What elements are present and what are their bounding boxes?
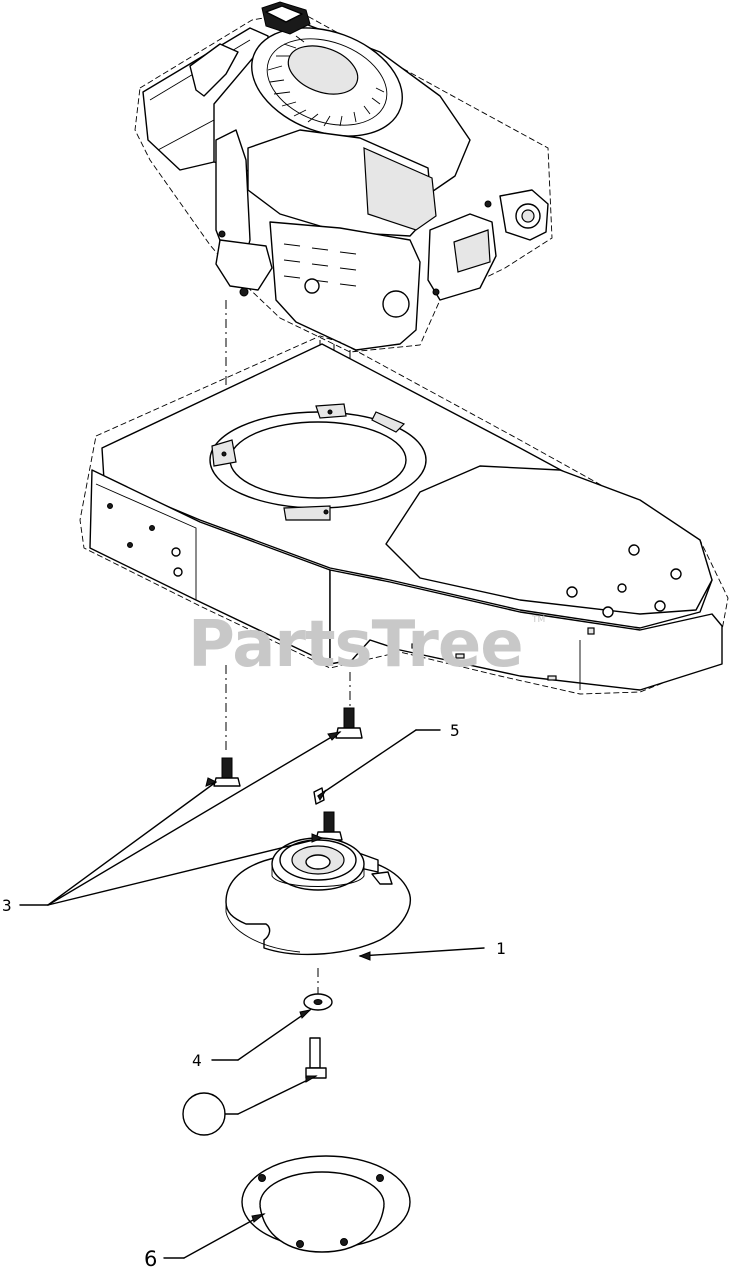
engine xyxy=(134,1,553,353)
watermark-text: PartsTree xyxy=(188,608,523,682)
bolt-lower xyxy=(315,811,343,841)
bolt-bottom xyxy=(305,1037,327,1079)
callout-5: 5 xyxy=(450,721,460,740)
bolt-middle xyxy=(335,707,363,739)
deck-holes xyxy=(107,503,682,618)
watermark-tm: TM xyxy=(531,615,545,625)
blade-adapter xyxy=(241,1155,411,1253)
arrowheads xyxy=(205,731,371,1223)
bolt-left xyxy=(213,757,241,787)
mower-deck xyxy=(79,335,729,695)
callout-1: 1 xyxy=(496,939,506,958)
callout-3: 3 xyxy=(2,896,12,915)
starter-grille xyxy=(267,35,385,127)
watermark: PartsTree TM xyxy=(188,608,545,682)
callout-6: 6 xyxy=(144,1247,157,1271)
leader-lines xyxy=(19,729,485,1259)
washer xyxy=(303,993,333,1011)
callout-4: 4 xyxy=(192,1051,202,1070)
blank-callout-circle xyxy=(182,1092,226,1136)
pulley-plate xyxy=(225,837,411,956)
